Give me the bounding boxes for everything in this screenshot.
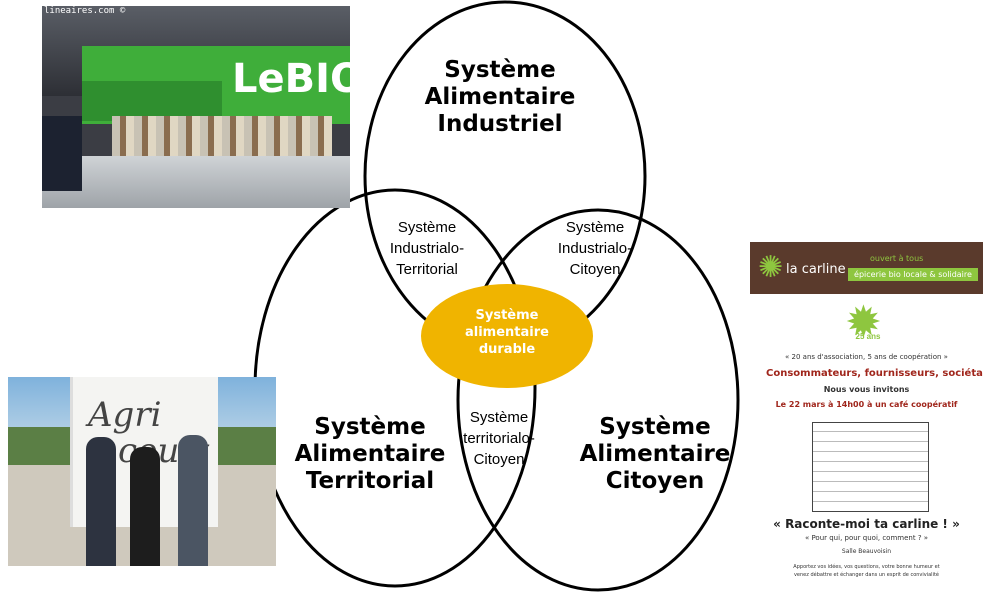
label-line: Industriel (437, 111, 563, 137)
label-line: Système (475, 308, 539, 323)
poster-title: « Raconte-moi ta carline ! » (773, 517, 960, 531)
poster-shop: épicerie bio locale & solidaire (848, 268, 978, 281)
poster-footer: venez débattre et échanger dans un espri… (793, 572, 940, 578)
photo-person (178, 435, 208, 566)
center-ellipse (421, 284, 593, 388)
poster-invite: Nous vous invitons (823, 385, 910, 394)
label-line: Industrialo- (389, 240, 465, 257)
poster-brand: la carline (786, 262, 846, 277)
truck-logo-line: Agri (88, 395, 162, 435)
label-durable: Système alimentaire durable (447, 307, 567, 358)
label-citoyen: Système Alimentaire Citoyen (570, 414, 740, 495)
photo-floor (42, 156, 350, 208)
poster-subtitle: « Pour qui, pour quoi, comment ? » (804, 534, 929, 542)
label-territorial: Système Alimentaire Territorial (285, 414, 455, 495)
label-line: Système (444, 57, 556, 83)
label-line: territorialo- (463, 430, 535, 447)
label-line: durable (478, 342, 536, 357)
poster-room: Salle Beauvoisin (841, 548, 892, 555)
label-line: Citoyen (605, 468, 705, 494)
carline-poster: ✺ la carline ouvert à tous épicerie bio … (750, 242, 983, 594)
sun-logo-icon: ✹ (845, 298, 882, 347)
label-line: Alimentaire (424, 84, 576, 110)
label-line: Système (469, 409, 529, 426)
photo-watermark: lineaires.com © (44, 6, 126, 16)
label-industrialo-territorial: Système Industrialo- Territorial (372, 217, 482, 280)
photo-shoppers (42, 116, 82, 191)
label-line: Système (599, 414, 711, 440)
label-line: Système (565, 219, 625, 236)
poster-date: Le 22 mars à 14h00 à un café coopératif (775, 400, 958, 409)
poster-illustration (812, 422, 929, 512)
poster-footer: Apportez vos idées, vos questions, votre… (793, 564, 940, 570)
label-line: Alimentaire (294, 441, 446, 467)
poster-years: 25 ans (855, 332, 881, 341)
label-line: Système (314, 414, 426, 440)
poster-open: ouvert à tous (870, 254, 924, 263)
label-line: Citoyen (473, 451, 525, 468)
label-industriel: Système Alimentaire Industriel (410, 57, 590, 138)
supermarket-photo: LeBIO lineaires.com © (42, 6, 350, 208)
leaf-icon: ✺ (758, 251, 784, 284)
label-industrialo-citoyen: Système Industrialo- Citoyen (540, 217, 650, 280)
label-territorialo-citoyen: Système territorialo- Citoyen (443, 407, 555, 470)
label-line: Territorial (305, 468, 435, 494)
label-line: Territorial (396, 261, 458, 278)
label-line: Industrialo- (557, 240, 633, 257)
label-line: alimentaire (465, 325, 549, 340)
label-line: Citoyen (569, 261, 621, 278)
photo-person (86, 437, 116, 566)
bio-sign: LeBIO (232, 56, 350, 102)
poster-headline: Consommateurs, fournisseurs, sociétaires (766, 368, 983, 379)
photo-green-wall-lower (82, 81, 222, 121)
circle-citoyen (456, 208, 740, 592)
photo-person (130, 447, 160, 566)
agricourt-photo: Agri court (8, 377, 276, 566)
poster-anniv: « 20 ans d'association, 5 ans de coopéra… (785, 353, 948, 361)
label-line: Alimentaire (579, 441, 731, 467)
label-line: Système (397, 219, 457, 236)
